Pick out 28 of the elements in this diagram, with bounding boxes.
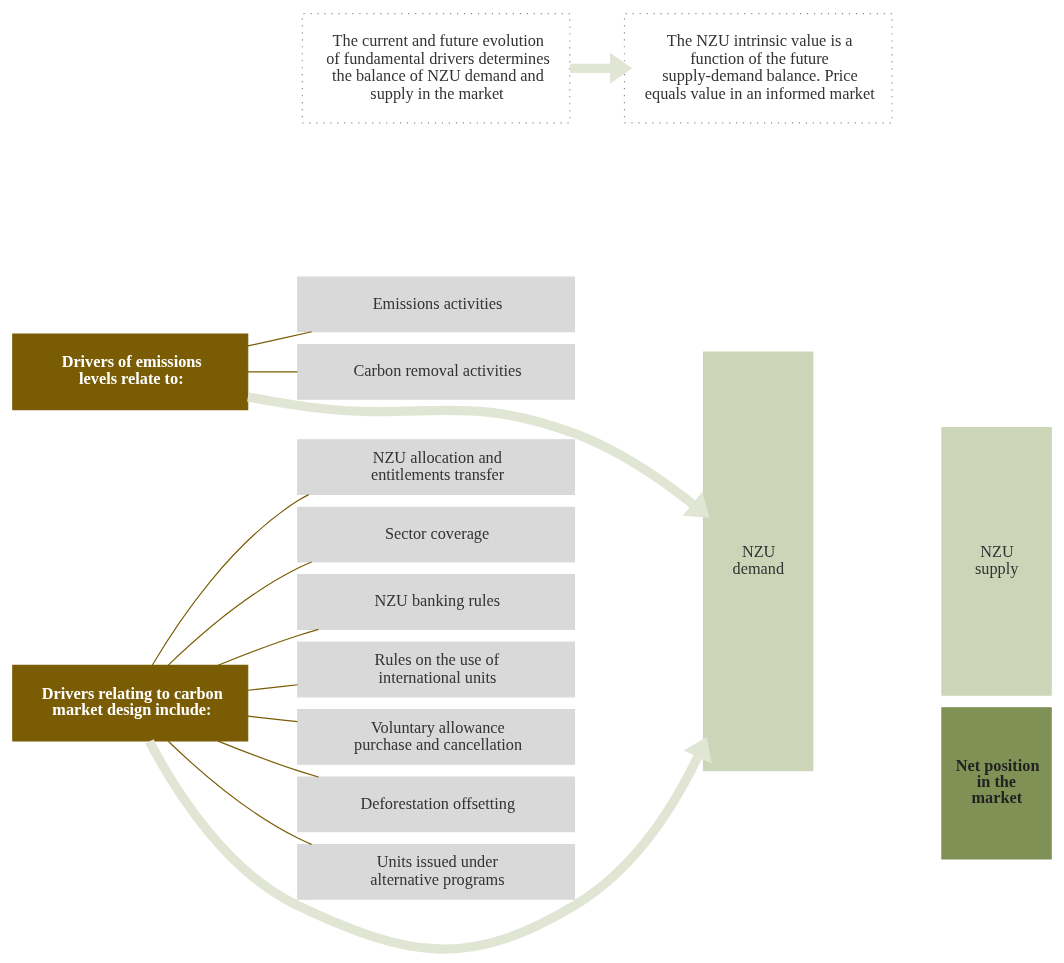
node-box: Sector coverage bbox=[297, 506, 576, 563]
node-box: Voluntary allowance purchase and cancellation bbox=[297, 709, 576, 765]
arrow bbox=[247, 392, 710, 518]
connector bbox=[247, 715, 298, 723]
node-box: The current and future evolution of fundamental drivers determines the balance of NZU demand and supply in the market bbox=[301, 13, 571, 124]
node-box: Drivers of emissions levels relate to: bbox=[12, 333, 249, 411]
node-box: NZU banking rules bbox=[297, 574, 576, 630]
node-box: NZU allocation and entitlements transfer bbox=[297, 439, 576, 496]
node-box: Drivers relating to carbon market design include: bbox=[12, 664, 249, 742]
node-box: Units issued under alternative programs bbox=[297, 843, 576, 900]
arrow bbox=[145, 736, 712, 954]
node-box: Emissions activities bbox=[297, 276, 576, 333]
connector bbox=[247, 371, 298, 373]
node-box: Deforestation offsetting bbox=[297, 776, 576, 833]
node-box: The NZU intrinsic value is a function of the future supply-demand balance. Price equals value in an informed market bbox=[623, 13, 893, 124]
connector bbox=[217, 740, 320, 778]
connector bbox=[151, 494, 310, 666]
node-box: Net position in the market bbox=[941, 707, 1052, 860]
connector bbox=[167, 561, 313, 666]
node-box: Rules on the use of international units bbox=[297, 641, 576, 698]
connector bbox=[217, 628, 320, 666]
node-box: NZU demand bbox=[702, 351, 814, 772]
connector bbox=[247, 684, 298, 691]
connector bbox=[247, 331, 313, 347]
node-box: Carbon removal activities bbox=[297, 343, 576, 400]
connector bbox=[167, 740, 313, 845]
arrow bbox=[570, 52, 633, 84]
node-box: NZU supply bbox=[941, 427, 1052, 696]
